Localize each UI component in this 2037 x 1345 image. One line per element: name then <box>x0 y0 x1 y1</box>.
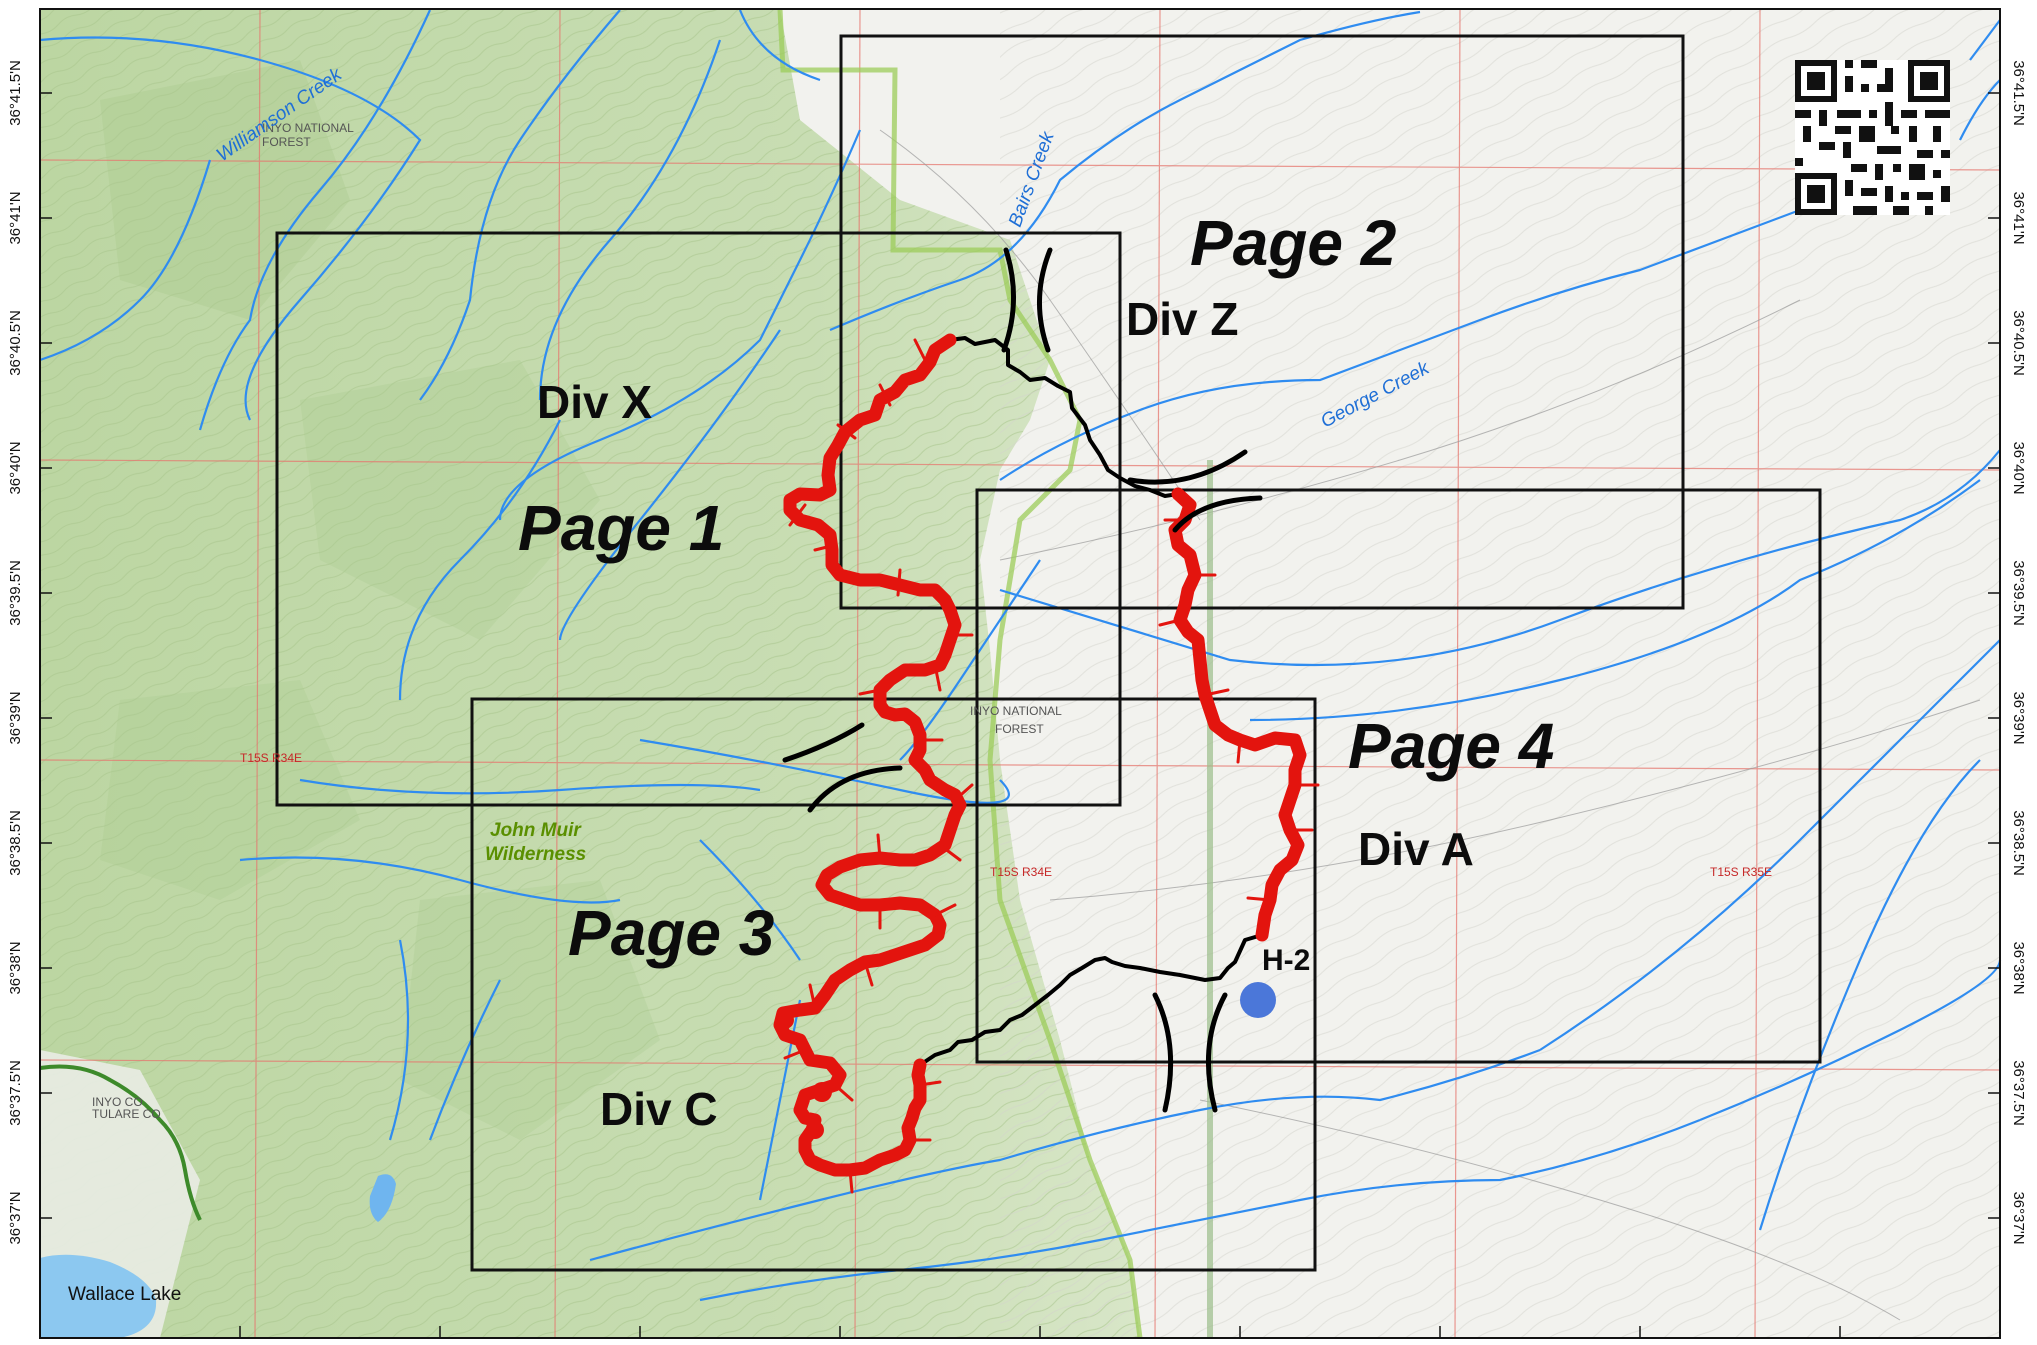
page-1-label: Page 1 <box>518 492 724 564</box>
lat-label-right: 36°39'N <box>2010 691 2027 744</box>
inyo-forest-label-2: FOREST <box>995 722 1044 736</box>
lat-label-left: 36°39.5'N <box>7 560 24 626</box>
lat-label-right: 36°41.5'N <box>2010 60 2027 126</box>
inyo-nf-label: INYO NATIONAL <box>262 121 354 135</box>
wallace-lake-label: Wallace Lake <box>68 1284 181 1305</box>
lat-label-left: 36°37'N <box>7 1191 24 1244</box>
lat-label-right: 36°40'N <box>2010 441 2027 494</box>
lat-label-left: 36°39'N <box>7 691 24 744</box>
lat-label-right: 36°39.5'N <box>2010 560 2027 626</box>
twp-label-1: T15S R34E <box>240 751 302 765</box>
lat-labels-right: 36°41.5'N 36°41'N 36°40.5'N 36°40'N 36°3… <box>2010 60 2027 1244</box>
section-grid <box>39 8 2001 1339</box>
border-ticks <box>40 92 2000 1338</box>
lat-label-left: 36°40.5'N <box>7 310 24 376</box>
wilderness-label-line2: Wilderness <box>485 844 586 865</box>
lat-label-left: 36°40'N <box>7 441 24 494</box>
div-x-label: Div X <box>537 376 652 428</box>
lat-label-left: 36°38.5'N <box>7 810 24 876</box>
page-boxes <box>275 34 1822 1272</box>
lat-label-right: 36°38'N <box>2010 941 2027 994</box>
water-features <box>39 9 2002 1302</box>
lat-label-left: 36°38'N <box>7 941 24 994</box>
div-z-label: Div Z <box>1126 293 1238 345</box>
div-c-label: Div C <box>600 1083 718 1135</box>
control-lines <box>918 336 1263 1067</box>
lat-labels-left: 36°41.5'N 36°41'N 36°40.5'N 36°40'N 36°3… <box>7 60 24 1244</box>
page-4-box <box>975 488 1822 1064</box>
page-4-label: Page 4 <box>1348 710 1554 782</box>
qr-code[interactable] <box>1795 60 1950 215</box>
lat-label-left: 36°41.5'N <box>7 60 24 126</box>
forest-label: FOREST <box>262 135 311 149</box>
inyo-forest-label-1: INYO NATIONAL <box>970 704 1062 718</box>
page-2-box <box>839 34 1685 610</box>
lat-label-right: 36°40.5'N <box>2010 310 2027 376</box>
wilderness-label-line1: John Muir <box>490 820 582 841</box>
lat-label-right: 36°38.5'N <box>2010 810 2027 876</box>
div-a-label: Div A <box>1358 823 1474 875</box>
trails <box>879 129 1981 1321</box>
helispot-marker[interactable] <box>1240 982 1276 1018</box>
lat-label-left: 36°41'N <box>7 191 24 244</box>
twp-label-2: T15S R34E <box>990 865 1052 879</box>
page-2-label: Page 2 <box>1190 207 1396 279</box>
lat-label-right: 36°37.5'N <box>2010 1060 2027 1126</box>
page-3-label: Page 3 <box>568 897 774 969</box>
helispot-label: H-2 <box>1262 944 1310 977</box>
page-1-box <box>275 231 1122 807</box>
page-3-box <box>470 697 1317 1272</box>
lat-label-right: 36°37'N <box>2010 1191 2027 1244</box>
lat-label-right: 36°41'N <box>2010 191 2027 244</box>
break-symbols <box>782 247 1263 1113</box>
county-boundary <box>39 1064 202 1221</box>
fire-perimeter <box>773 333 1320 1194</box>
lat-label-left: 36°37.5'N <box>7 1060 24 1126</box>
forest-boundary <box>777 8 1143 1339</box>
wallace-lake-shape <box>40 1254 157 1338</box>
tulare-co-label: TULARE CO <box>92 1107 161 1121</box>
small-pond <box>369 1174 396 1222</box>
inyo-co-label: INYO CO <box>92 1095 143 1109</box>
map-border <box>39 8 2001 1339</box>
twp-label-3: T15S R35E <box>1710 865 1772 879</box>
